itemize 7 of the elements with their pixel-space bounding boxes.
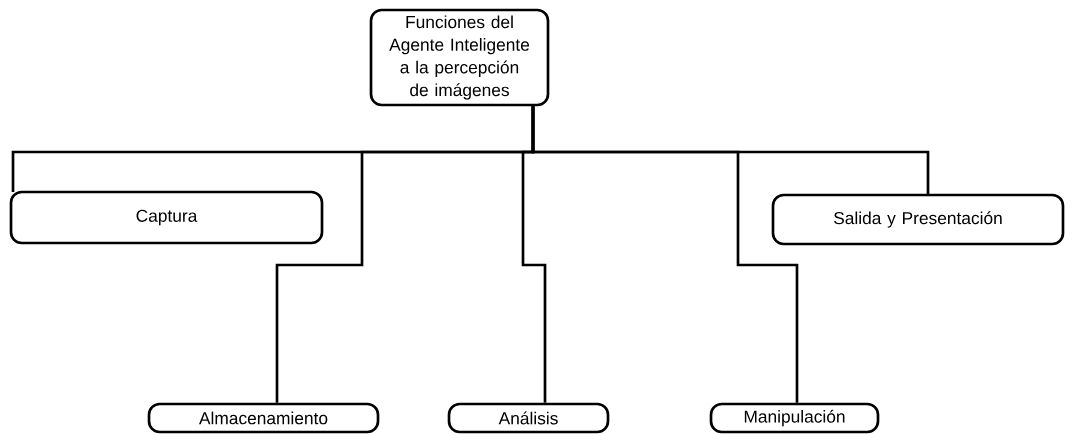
- connector-line: [531, 106, 930, 197]
- process-box: Manipulación: [709, 402, 880, 434]
- process-box: Salida y Presentación: [771, 193, 1065, 246]
- process-box: Almacenamiento: [147, 402, 380, 434]
- process-box: Funciones del Agente Inteligente a la percepción de imágenes: [369, 8, 550, 107]
- process-box: Captura: [9, 190, 324, 245]
- process-box: Análisis: [447, 402, 610, 434]
